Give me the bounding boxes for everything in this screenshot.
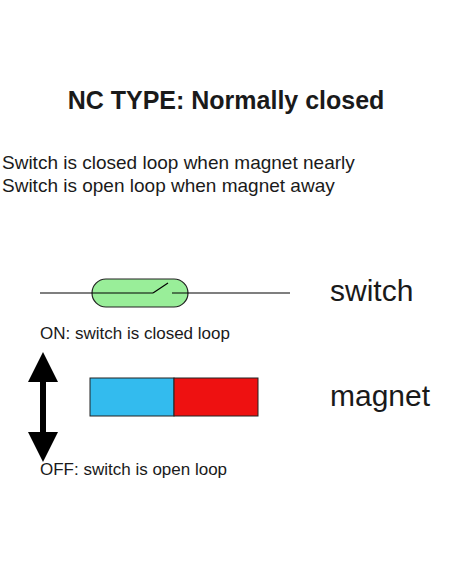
- part-label: magnet: [330, 379, 430, 414]
- reed-switch: [40, 279, 290, 307]
- part-label: switch: [330, 274, 413, 309]
- state-note: ON: switch is closed loop: [40, 324, 230, 344]
- description-line: Switch is closed loop when magnet nearly: [2, 152, 355, 174]
- reed-contact: [153, 283, 168, 293]
- magnet-symbol: [90, 378, 258, 416]
- motion-arrow: [40, 358, 46, 456]
- description-line: Switch is open loop when magnet away: [2, 175, 335, 197]
- lead-wire: [40, 292, 153, 293]
- magnet-pole: [174, 378, 258, 416]
- state-note: OFF: switch is open loop: [40, 460, 227, 480]
- lead-wire: [172, 292, 290, 293]
- magnet-pole: [90, 378, 174, 416]
- title: NC TYPE: Normally closed: [68, 86, 385, 115]
